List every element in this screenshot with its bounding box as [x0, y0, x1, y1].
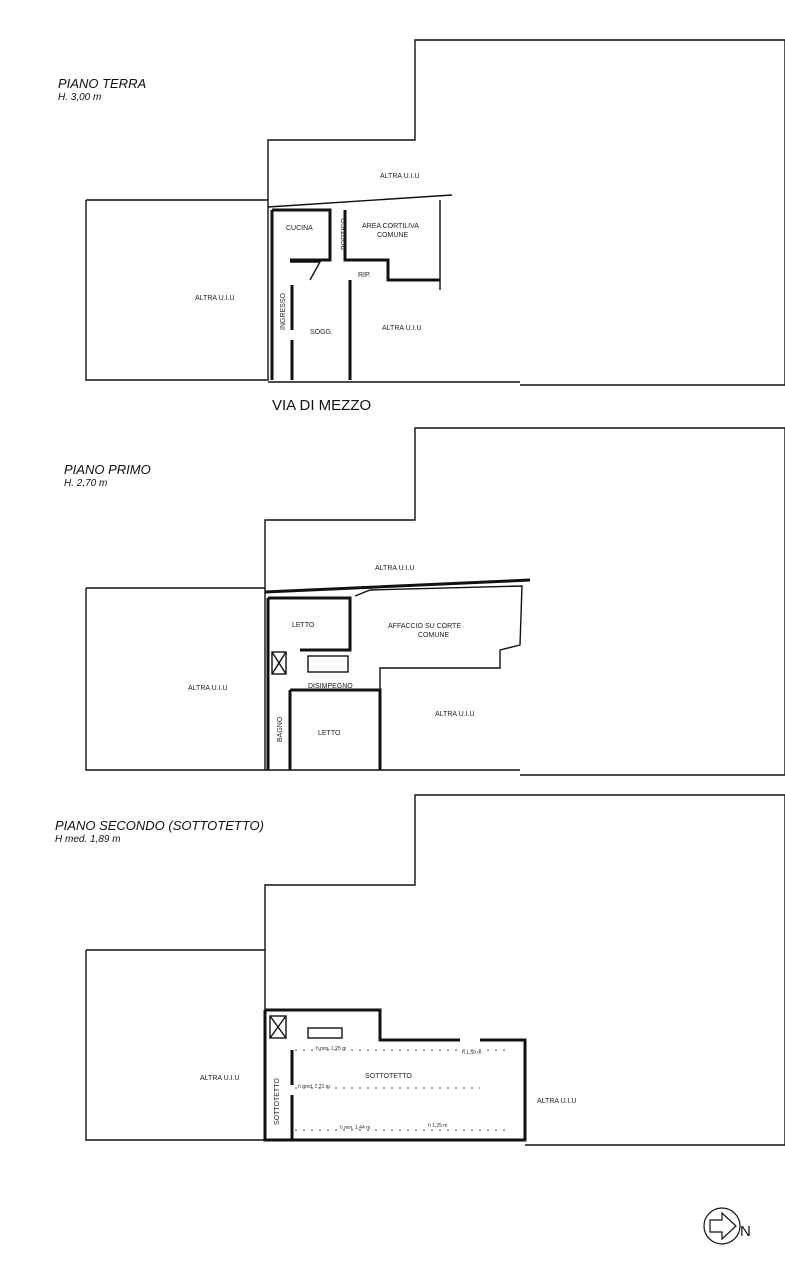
label-portico: PORTICO [341, 218, 348, 250]
label-ingresso: INGRESSO [280, 292, 287, 330]
label-altra-uiu: ALTRA U.I.U [200, 1075, 240, 1082]
dimension-label: h min. 1,44 m [340, 1125, 370, 1131]
label-sogg: SOGG. [310, 329, 333, 336]
label-letto: LETTO [318, 730, 341, 737]
label-altra-uiu: ALTRA U.I.U [188, 685, 228, 692]
ground-floor-height: H. 3,00 m [58, 92, 101, 103]
first-floor-title: PIANO PRIMO [64, 462, 151, 477]
label-altra-uiu: ALTRA U.I.U [380, 173, 420, 180]
label-cucina: CUCINA [286, 225, 313, 232]
label-altra-uiu: ALTRA U.I.U [382, 325, 422, 332]
label-area-cortiliva: AREA CORTILIVA [362, 223, 419, 230]
label-letto: LETTO [292, 622, 315, 629]
label-altra-uiu: ALTRA U.I.U [435, 711, 475, 718]
compass-circle-icon [703, 1207, 741, 1245]
dimension-label: h 1,50 m [462, 1050, 481, 1056]
dimension-label: h min. 1,25 m [316, 1046, 346, 1052]
plan-first-floor: PIANO PRIMO H. 2,70 m ALTRA U.I.U ALTRA … [64, 427, 785, 776]
first-floor-height: H. 2,70 m [64, 478, 107, 489]
label-altra-uiu: ALTRA U.I.U [195, 295, 235, 302]
arrow-icon [709, 1211, 737, 1241]
street-name: VIA DI MEZZO [272, 397, 371, 414]
second-floor-title: PIANO SECONDO (SOTTOTETTO) [55, 818, 264, 833]
label-altra-uiu: ALTRA U.I.U [375, 565, 415, 572]
label-bagno: BAGNO [277, 716, 284, 742]
plan-ground-floor: PIANO TERRA H. 3,00 m ALTRA U.I.U ALTRA … [58, 39, 785, 414]
ground-floor-title: PIANO TERRA [58, 76, 146, 91]
label-area-comune: COMUNE [377, 232, 408, 239]
label-rip: RIP. [358, 272, 371, 279]
dimension-label: h med. 2,21 m [298, 1084, 330, 1090]
label-affaccio-comune: COMUNE [418, 632, 449, 639]
second-floor-height: H med. 1,89 m [55, 834, 121, 845]
label-altra-uiu: ALTRA U.I.U [537, 1098, 577, 1105]
label-sottotetto: SOTTOTETTO [274, 1078, 281, 1125]
label-sottotetto: SOTTOTETTO [365, 1073, 412, 1080]
north-arrow: N [703, 1207, 751, 1245]
north-label: N [740, 1223, 751, 1240]
label-affaccio: AFFACCIO SU CORTE [388, 623, 461, 630]
plan-second-floor: PIANO SECONDO (SOTTOTETTO) H med. 1,89 m… [55, 794, 785, 1146]
label-disimpegno: DISIMPEGNO [308, 683, 353, 690]
dimension-label: h 1,25 m [428, 1123, 447, 1129]
